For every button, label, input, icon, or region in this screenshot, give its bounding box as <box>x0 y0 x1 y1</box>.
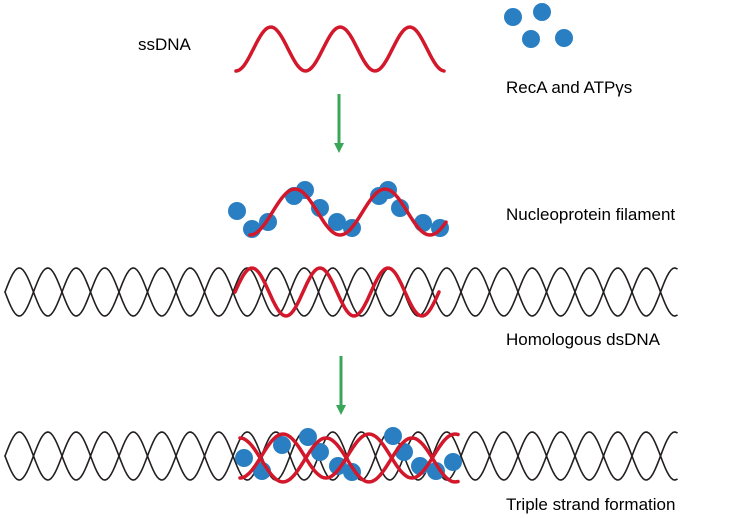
reca-dot <box>555 29 573 47</box>
label-homologous-dsdna: Homologous dsDNA <box>506 330 661 349</box>
triple-reca-dot <box>427 462 445 480</box>
label-nucleoprotein-filament: Nucleoprotein filament <box>506 205 676 224</box>
triple-red-strands <box>238 432 460 484</box>
filament-reca-dot <box>391 199 409 217</box>
reca-dot <box>533 3 551 21</box>
triple-red-strand-a <box>238 432 460 480</box>
homologous-dsdna <box>4 267 678 317</box>
nucleoprotein-filament <box>228 181 449 238</box>
homologous-red-strand <box>233 266 441 318</box>
triple-reca-dot <box>343 463 361 481</box>
reca-atp-dots <box>504 3 573 48</box>
label-reca-atp: RecA and ATPγs <box>506 78 633 97</box>
triple-dsdna-strand-a <box>4 431 678 481</box>
triple-reca-dot <box>444 453 462 471</box>
triple-reca-dot <box>273 436 291 454</box>
triple-reca-dot <box>384 427 402 445</box>
reca-dot <box>504 8 522 26</box>
triple-reca-dot <box>299 428 317 446</box>
filament-reca-dot <box>228 202 246 220</box>
triple-reca-dots <box>235 427 462 481</box>
ssdna-wave <box>234 25 446 73</box>
homologous-region <box>233 266 441 318</box>
triple-red-strand-b <box>238 436 460 484</box>
filament-reca-dot <box>311 199 329 217</box>
label-ssdna: ssDNA <box>138 35 191 54</box>
dsdna-strand-a <box>4 267 678 317</box>
triple-reca-dot <box>235 449 253 467</box>
label-triple-strand-formation: Triple strand formation <box>506 495 676 514</box>
filament-ssdna-wave <box>248 187 448 237</box>
reca-dot <box>522 30 540 48</box>
ssdna-strand <box>234 25 446 73</box>
triple-reca-dot <box>311 443 329 461</box>
filament-ssdna-strand <box>248 187 448 237</box>
dsdna-strand-b <box>4 267 678 317</box>
filament-reca-dot <box>328 213 346 231</box>
filament-reca-dot <box>296 181 314 199</box>
